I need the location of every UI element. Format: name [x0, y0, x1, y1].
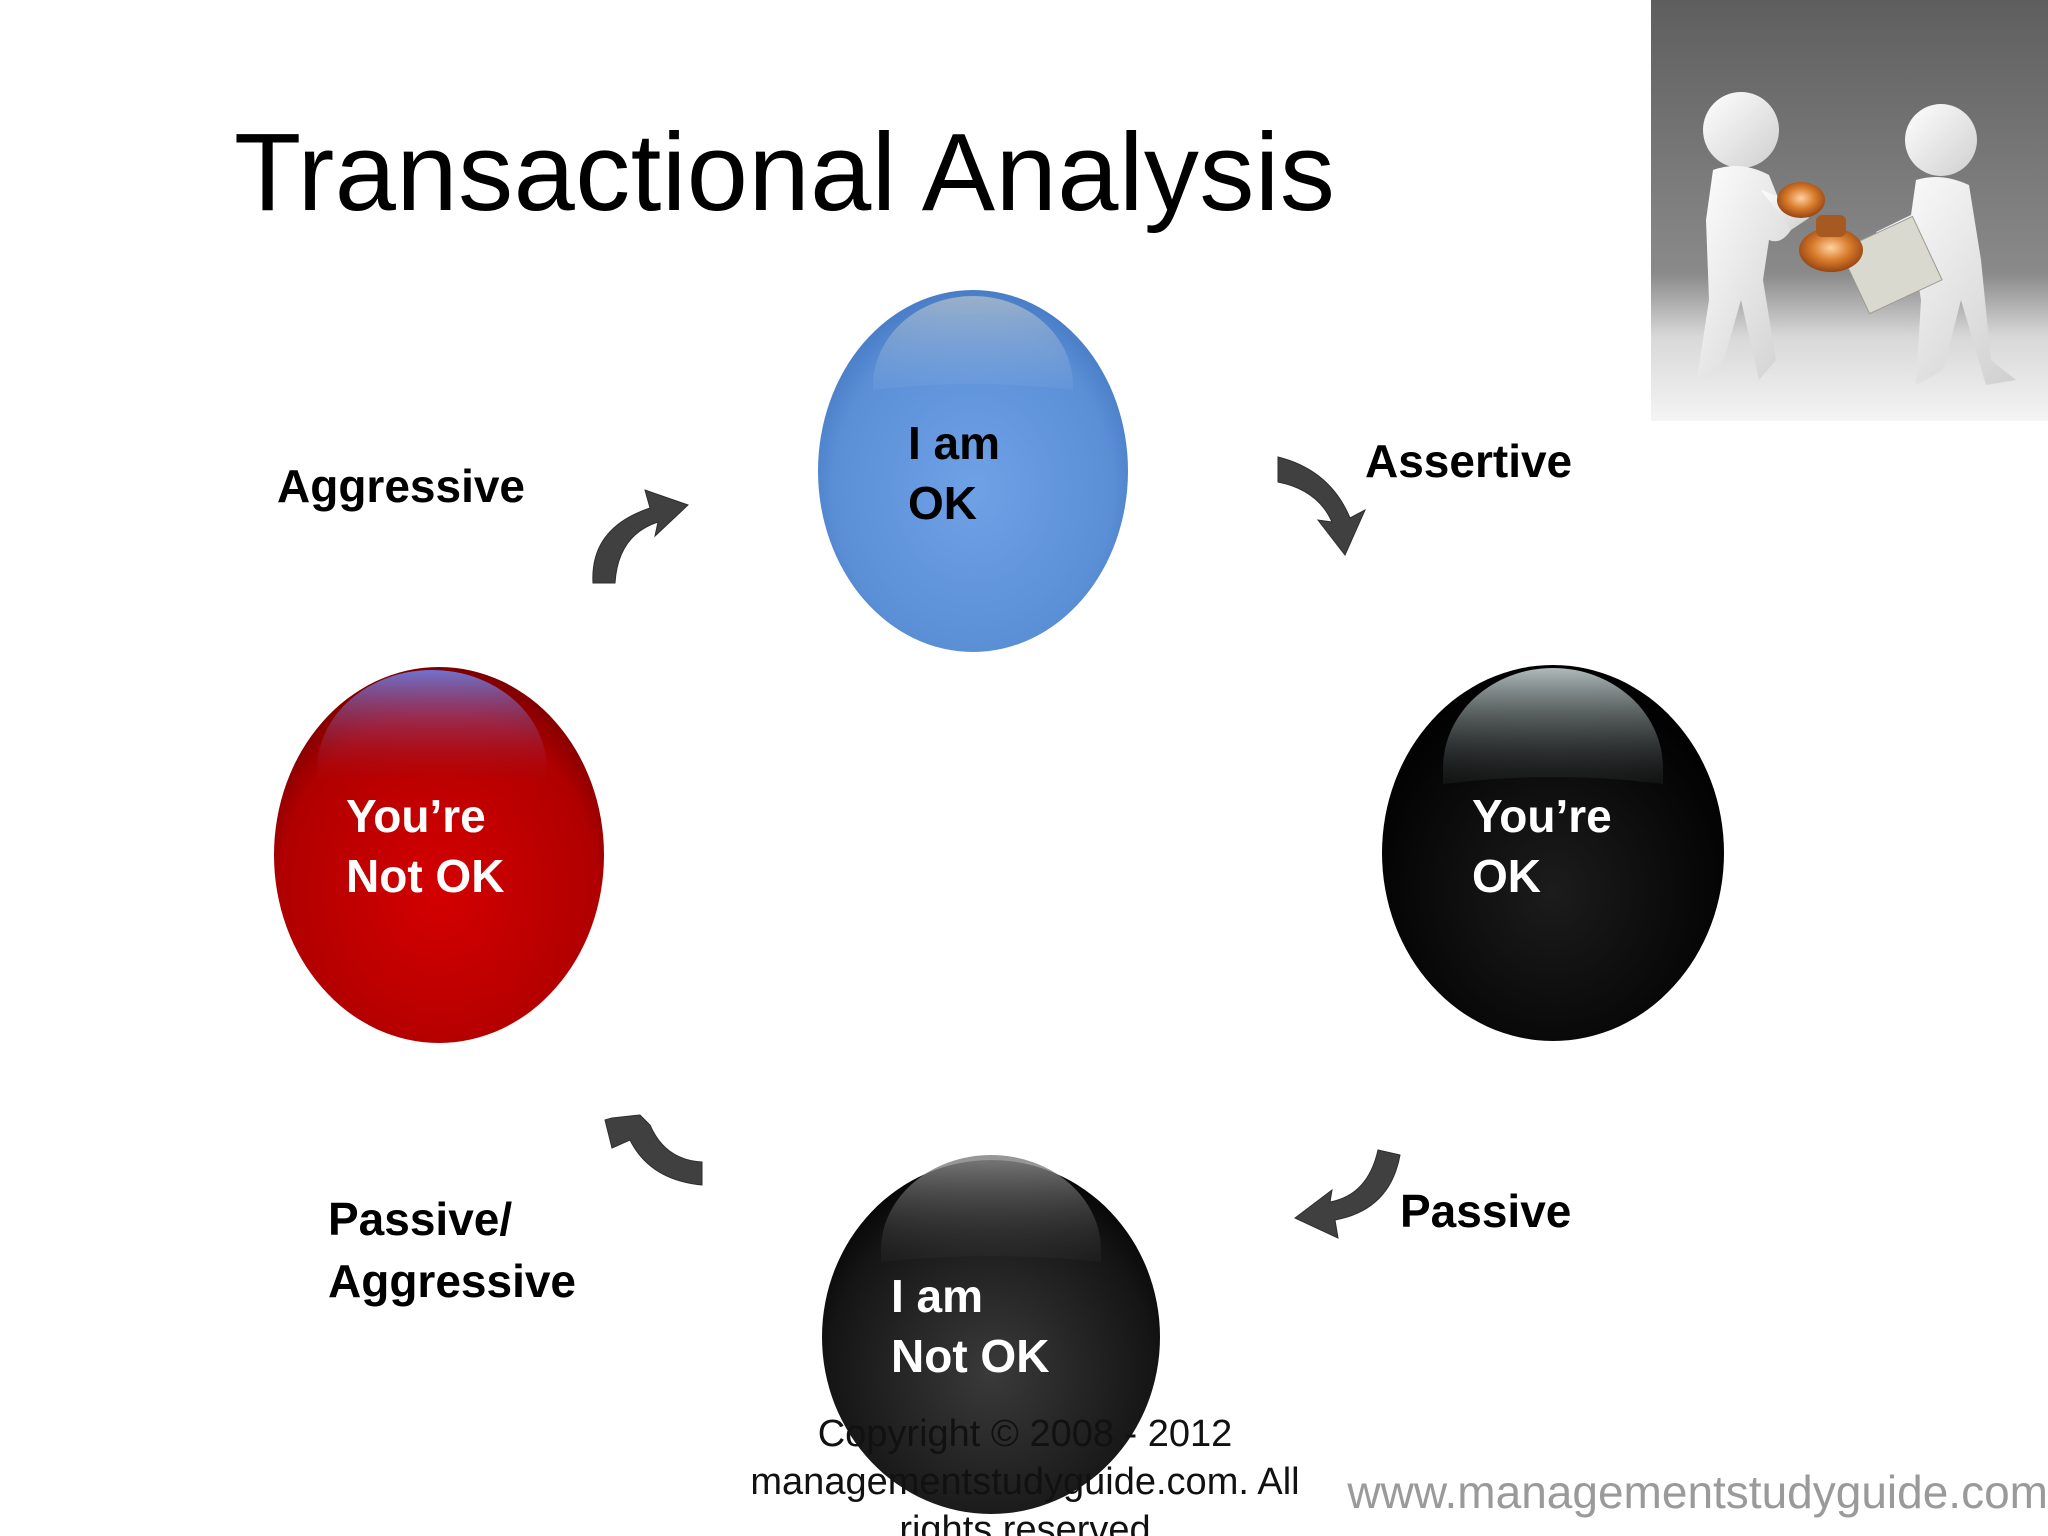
node-youre-not-ok	[274, 667, 604, 1043]
copyright-notice: Copyright © 2008 - 2012 managementstudyg…	[750, 1413, 1300, 1536]
figures-exchanging-stamp-image	[1651, 0, 2048, 421]
curved-arrow-icon	[1277, 456, 1367, 556]
curved-arrow-icon	[1294, 1149, 1401, 1239]
node-label-i-am-not-ok: I am Not OK	[891, 1270, 1050, 1382]
curved-arrow-icon	[604, 1114, 703, 1186]
node-i-am-ok	[818, 290, 1128, 652]
curved-arrow-icon	[592, 489, 689, 584]
edge-label-passive-aggressive: Passive/ Aggressive	[328, 1193, 577, 1307]
node-i-am-not-ok	[822, 1155, 1160, 1514]
edge-label-aggressive: Aggressive	[277, 460, 526, 512]
edge-label-assertive: Assertive	[1365, 435, 1573, 487]
node-label-youre-ok: You’re OK	[1472, 790, 1612, 902]
node-label-i-am-ok: I am OK	[908, 417, 1001, 529]
node-label-youre-not-ok: You’re Not OK	[346, 790, 505, 902]
page-title: Transactional Analysis	[234, 111, 1336, 234]
website-url: www.managementstudyguide.com	[1347, 1466, 2048, 1518]
edge-label-passive: Passive	[1400, 1185, 1572, 1237]
node-youre-ok	[1382, 665, 1724, 1041]
